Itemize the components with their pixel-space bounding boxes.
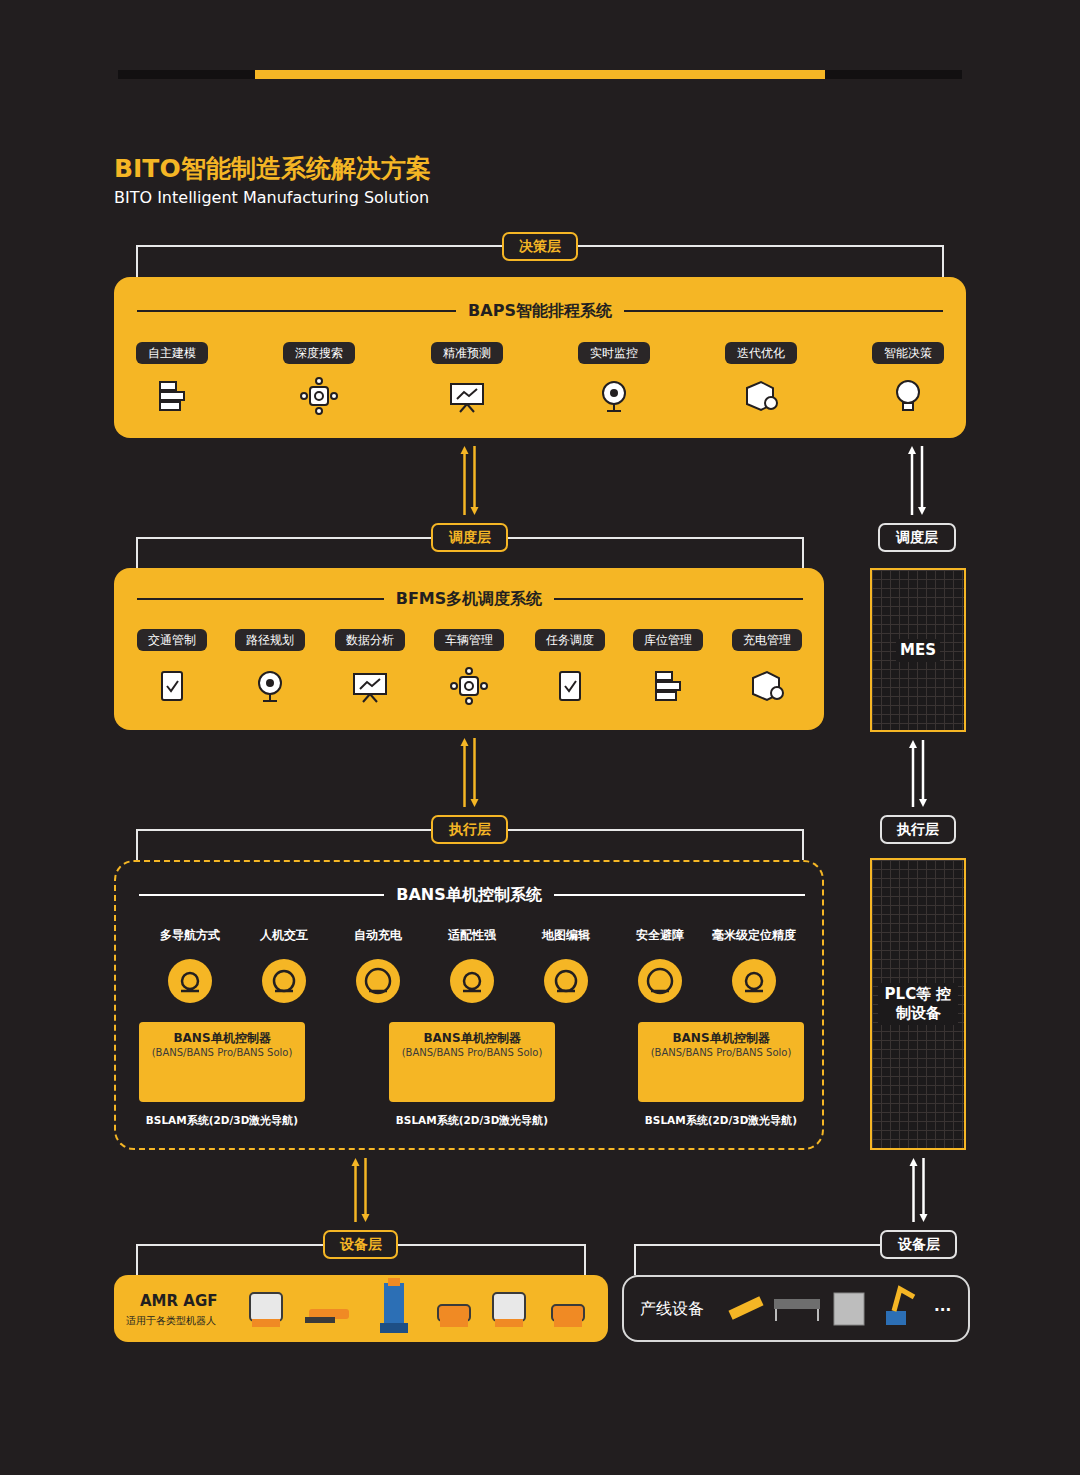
- controller-slam: BSLAM系统(2D/3D激光导航): [389, 1114, 555, 1128]
- feature-chip: 数据分析: [335, 629, 405, 651]
- node-text: 精准预测: [443, 345, 491, 362]
- node-text: 决策层: [519, 238, 561, 256]
- connector-arrow: [908, 446, 926, 515]
- connector-arrow: [461, 738, 479, 807]
- layer-pill: 执行层: [880, 815, 956, 844]
- panel-heading: 产线设备: [640, 1299, 704, 1320]
- feature-chip: 智能决策: [872, 342, 944, 364]
- node-text: 执行层: [897, 821, 939, 839]
- layer-pill: 设备层: [323, 1230, 398, 1259]
- connector-arrow: [910, 1158, 928, 1222]
- node-text: 任务调度: [546, 632, 594, 649]
- feature-chip: 库位管理: [633, 629, 703, 651]
- controller-box: BANS单机控制器(BANS/BANS Pro/BANS Solo) BSLAM系…: [139, 1022, 305, 1138]
- feature-label: 地图编辑: [542, 927, 590, 944]
- layer-pill: 决策层: [502, 232, 578, 261]
- feature-label: 适配性强: [448, 927, 496, 944]
- feature-chip: 精准预测: [431, 342, 503, 364]
- node-text: 交通管制: [148, 632, 196, 649]
- connector-arrow: [909, 740, 927, 807]
- controller-box: BANS单机控制器(BANS/BANS Pro/BANS Solo) BSLAM系…: [389, 1022, 555, 1138]
- system-column: MES: [870, 568, 966, 732]
- feature-chip: 充电管理: [732, 629, 802, 651]
- device-panel: AMR AGF 适用于各类型机器人: [114, 1275, 608, 1342]
- node-text: 库位管理: [644, 632, 692, 649]
- node-text: 执行层: [449, 821, 491, 839]
- feature-chip: 深度搜索: [283, 342, 355, 364]
- layer-pill: 调度层: [431, 523, 508, 552]
- node-text: 车辆管理: [445, 632, 493, 649]
- node-text: 实时监控: [590, 345, 638, 362]
- feature-chip: 实时监控: [578, 342, 650, 364]
- node-text: 自主建模: [148, 345, 196, 362]
- panel-heading: AMR AGF: [140, 1292, 217, 1310]
- controller-title: BANS单机控制器: [389, 1030, 555, 1047]
- title: BITO智能制造系统解决方案: [114, 152, 431, 185]
- device-panel: 产线设备...: [622, 1275, 970, 1342]
- controller-slam: BSLAM系统(2D/3D激光导航): [139, 1114, 305, 1128]
- node-text: 迭代优化: [737, 345, 785, 362]
- node-text: 深度搜索: [295, 345, 343, 362]
- feature-chip: 车辆管理: [434, 629, 504, 651]
- connector-arrow: [461, 446, 479, 515]
- feature-chip: 路径规划: [235, 629, 305, 651]
- node-text: 设备层: [898, 1236, 940, 1254]
- panel-heading: BAPS智能排程系统: [456, 301, 624, 321]
- controller-models: (BANS/BANS Pro/BANS Solo): [389, 1047, 555, 1058]
- layer-pill: 执行层: [431, 815, 508, 844]
- controller-slam: BSLAM系统(2D/3D激光导航): [638, 1114, 804, 1128]
- feature-label: 人机交互: [260, 927, 308, 944]
- node-text: 调度层: [449, 529, 491, 547]
- controller-models: (BANS/BANS Pro/BANS Solo): [139, 1047, 305, 1058]
- node-text: 智能决策: [884, 345, 932, 362]
- controller-box: BANS单机控制器(BANS/BANS Pro/BANS Solo) BSLAM系…: [638, 1022, 804, 1138]
- node-text: 路径规划: [246, 632, 294, 649]
- node-text: MES: [896, 639, 940, 662]
- feature-label: 安全避障: [636, 927, 684, 944]
- feature-label: 自动充电: [354, 927, 402, 944]
- layer-pill: 设备层: [880, 1230, 957, 1259]
- node-text: PLC等 控制设备: [878, 983, 958, 1025]
- panel-heading: BANS单机控制系统: [384, 885, 554, 905]
- controller-title: BANS单机控制器: [638, 1030, 804, 1047]
- feature-chip: 任务调度: [535, 629, 605, 651]
- connector-arrow: [352, 1158, 370, 1222]
- panel-note: 适用于各类型机器人: [126, 1314, 216, 1328]
- feature-chip: 交通管制: [137, 629, 207, 651]
- ellipsis: ...: [934, 1297, 951, 1315]
- node-text: 充电管理: [743, 632, 791, 649]
- system-panel: BFMS多机调度系统交通管制 路径规划 数据分析 车辆管理 任务调度 库位管理 充电管理: [114, 568, 824, 730]
- layer-pill: 调度层: [878, 523, 956, 552]
- node-text: 数据分析: [346, 632, 394, 649]
- controller-title: BANS单机控制器: [139, 1030, 305, 1047]
- heading-row: BANS单机控制系统: [116, 885, 822, 905]
- feature-label: 多导航方式: [160, 927, 220, 944]
- controller-models: (BANS/BANS Pro/BANS Solo): [638, 1047, 804, 1058]
- node-text: 调度层: [896, 529, 938, 547]
- feature-chip: 自主建模: [136, 342, 208, 364]
- caption: BITO Intelligent Manufacturing Solution: [114, 188, 429, 207]
- panel-heading: BFMS多机调度系统: [384, 589, 555, 609]
- heading-row: BAPS智能排程系统: [114, 301, 966, 321]
- feature-label: 毫米级定位精度: [712, 927, 796, 944]
- system-column: PLC等 控制设备: [870, 858, 966, 1150]
- system-panel: BANS单机控制系统BANS单机控制器(BANS/BANS Pro/BANS S…: [114, 860, 824, 1150]
- feature-chip: 迭代优化: [725, 342, 797, 364]
- heading-row: BFMS多机调度系统: [114, 589, 824, 609]
- node-text: 设备层: [340, 1236, 382, 1254]
- system-panel: BAPS智能排程系统自主建模 深度搜索 精准预测 实时监控 迭代优化 智能决策: [114, 277, 966, 438]
